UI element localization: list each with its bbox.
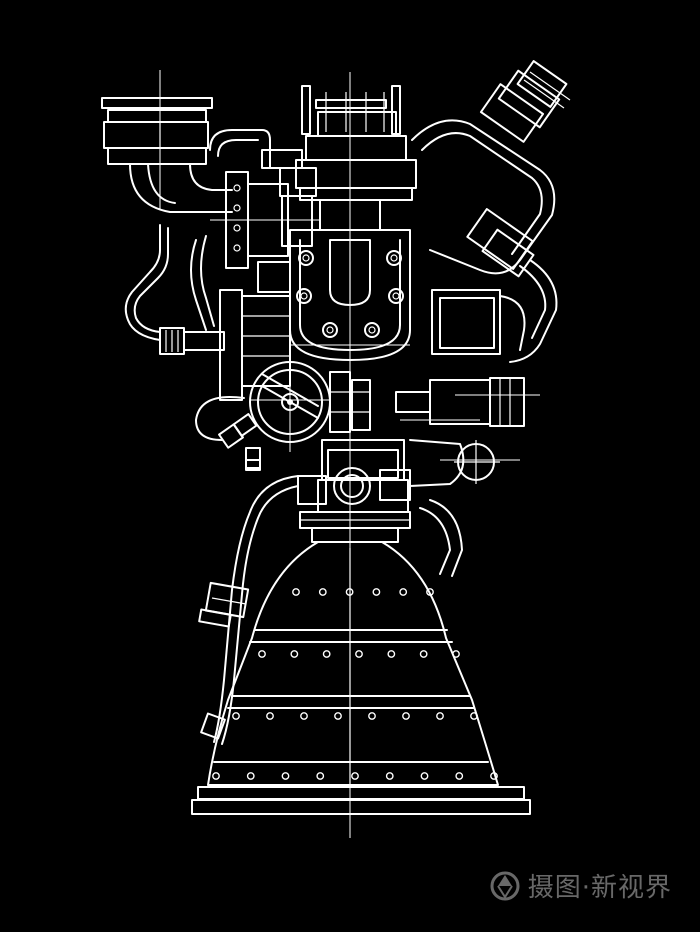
camera-aperture-icon [490,871,520,900]
rivet [420,772,429,780]
rivet [345,588,354,596]
rivet [281,772,290,780]
rivet [334,712,342,720]
rivet [490,772,498,780]
gauge-wheel [195,350,371,471]
intake-elbow-left [101,97,320,269]
rivet [318,588,327,596]
rivet [455,772,464,780]
right-manifold [395,60,571,577]
rivet [399,588,408,596]
rivet [292,588,300,596]
rivet [232,712,240,720]
rivet [300,712,308,720]
rivet [470,712,478,720]
rivet [290,650,299,658]
watermark: 摄图·新视界 [490,867,672,904]
rivet [402,712,410,720]
rivet [368,712,376,720]
rivet [322,650,331,658]
rivet [372,588,381,596]
nozzle-rivets [212,588,498,780]
rivet [419,650,428,658]
rivet [355,650,363,658]
watermark-text: 摄图·新视界 [527,873,672,903]
rivet [387,650,396,658]
combustion-chamber [297,439,411,513]
turbopump-housing [289,85,417,361]
rivet [212,772,220,780]
rivet [258,650,266,658]
nozzle-bell [191,511,531,815]
rivet [246,772,255,780]
rivet [452,650,460,658]
rivet [426,588,434,596]
rivet [436,712,444,720]
rivet [385,772,394,780]
rivet [351,772,359,780]
rivet [316,772,325,780]
rivet [266,712,274,720]
left-return-line [198,475,299,745]
left-feed-lines [124,224,291,401]
